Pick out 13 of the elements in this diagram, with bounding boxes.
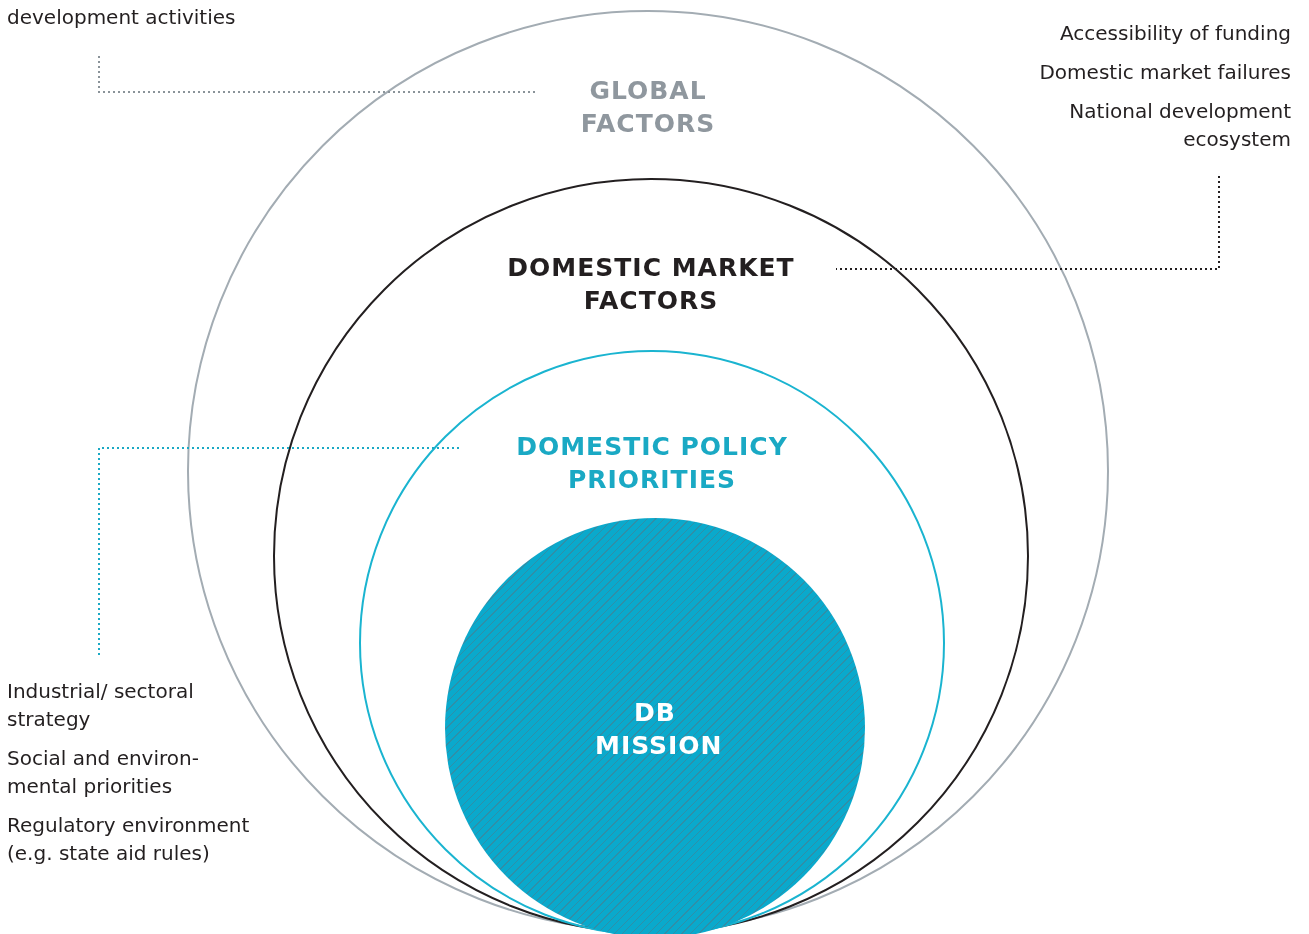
factor-text: development activities: [7, 4, 237, 31]
circle-title: DOMESTIC MARKET FACTORS: [506, 252, 796, 317]
leader-line: [835, 175, 1220, 270]
factor-text: Accessibility of funding: [1058, 20, 1291, 47]
middle-circle: [273, 178, 1029, 934]
factor-text: Domestic market failures: [1038, 59, 1291, 86]
factor-text: National development ecosystem: [1068, 98, 1291, 153]
factor-text: Industrial/ sectoral strategy: [7, 678, 195, 733]
factor-text: Social and environ- mental priorities: [7, 745, 200, 800]
circle-title: GLOBAL FACTORS: [579, 75, 717, 140]
inner-circle: [359, 350, 945, 934]
factor-text: Regulatory environment (e.g. state aid rules): [7, 812, 251, 867]
circle-title: DOMESTIC POLICY PRIORITIES: [515, 431, 789, 496]
